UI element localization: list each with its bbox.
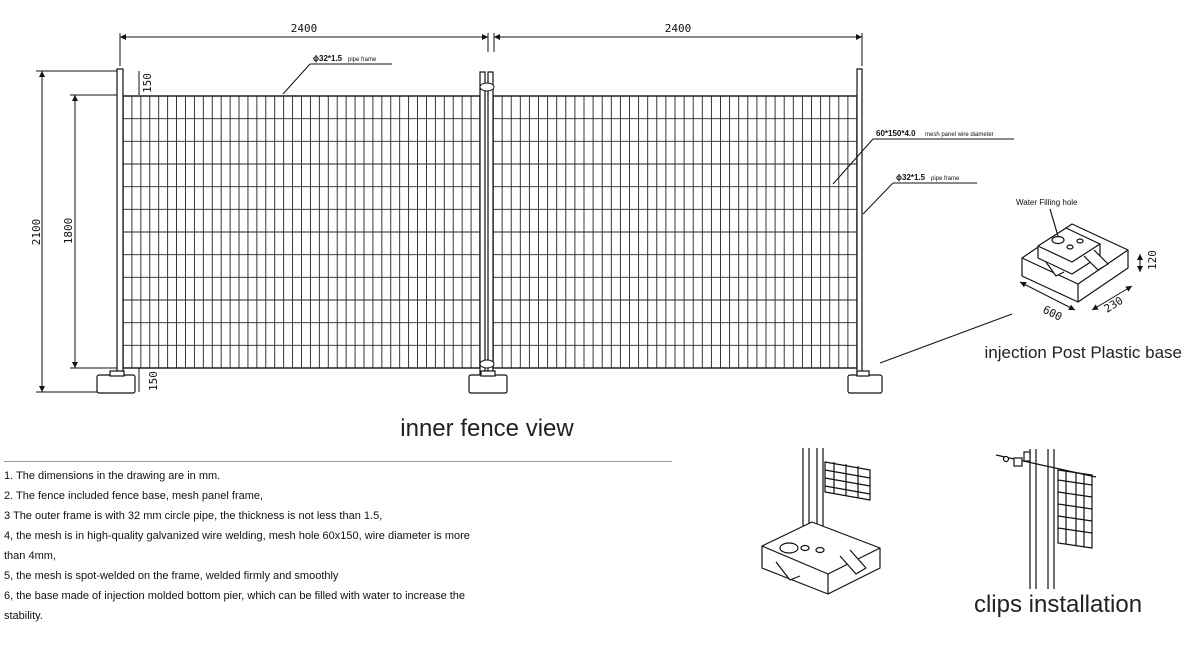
notes-list: 1. The dimensions in the drawing are in … [4,461,672,626]
dim-bottom-gap: 150 [147,371,160,391]
water-hole-label: Water Filling hole [1016,198,1078,207]
note-item: 6, the base made of injection molded bot… [4,590,466,602]
note-item: 4, the mesh is in high-quality galvanize… [4,530,470,542]
dim-top-gap: 150 [141,73,154,93]
fence-panel-left [122,95,481,369]
note-item: 2. The fence included fence base, mesh p… [4,490,264,502]
callout-pipe-top-spec: ϕ32*1.5 [313,54,343,63]
callout-mesh-desc: mesh panel wire diameter [925,132,994,138]
base-width: 230 [1102,294,1126,316]
callout-pipe-top-desc: pipe frame [348,57,377,63]
note-item: 3 The outer frame is with 32 mm circle p… [4,510,383,522]
top-dimension-right [493,33,863,66]
note-item: 1. The dimensions in the drawing are in … [4,470,221,482]
inner-view-caption: inner fence view [400,415,574,442]
fence-bases [96,370,883,394]
fence-posts [116,68,863,377]
dim-total-height: 2100 [30,219,43,246]
dim-width-right: 2400 [665,22,692,35]
clamp-marks [479,82,495,369]
top-dimension-left [119,33,489,66]
base-pointer-line [879,313,1013,364]
clips-caption: clips installation [974,591,1142,618]
base-height: 120 [1146,250,1159,270]
base-dimension-lines [1019,254,1143,311]
note-item: than 4mm, [4,550,56,562]
callout-leader-pipe-top [282,63,392,95]
height-dimension-mesh [70,94,120,369]
note-item: 5, the mesh is spot-welded on the frame,… [4,570,339,582]
base-caption: injection Post Plastic base [985,343,1183,362]
note-item: stability. [4,610,43,622]
callout-pipe-right-desc: pipe frame [931,176,960,182]
base-length: 600 [1041,303,1065,324]
callout-pipe-right-spec: ϕ32*1.5 [896,173,926,182]
clip-detail-base [761,448,881,595]
plastic-base-iso [1021,208,1129,303]
dim-width-left: 2400 [291,22,318,35]
height-dimension-total [36,70,118,393]
fence-panel-right [492,95,858,369]
clip-detail-panels [995,449,1097,589]
callout-leader-mesh [832,138,1014,185]
callout-leader-pipe-right [862,182,977,215]
callout-mesh-spec: 60*150*4.0 [876,129,916,138]
dim-mesh-height: 1800 [62,218,75,245]
